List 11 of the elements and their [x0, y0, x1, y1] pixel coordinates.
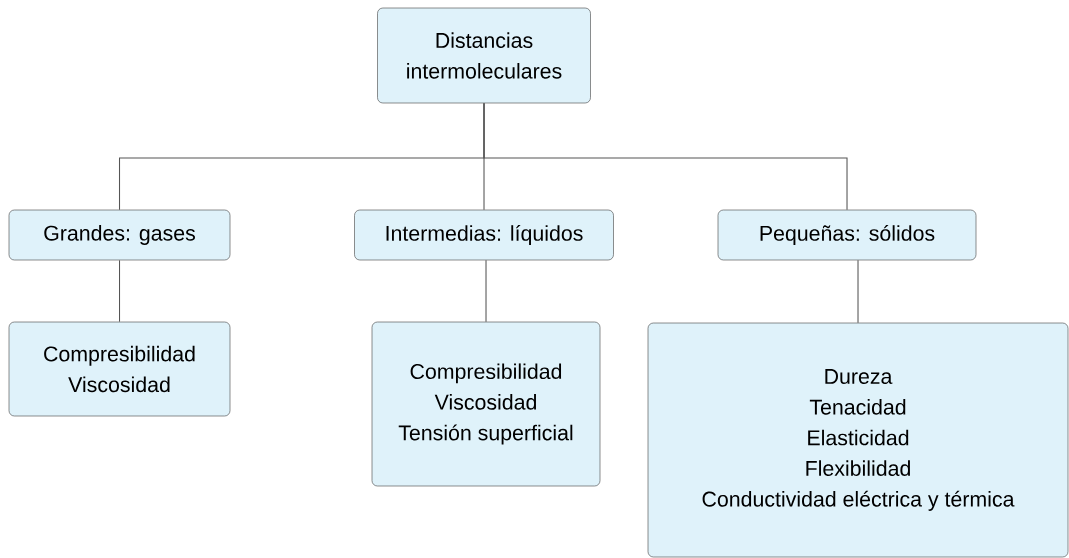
connector-line: [118, 259, 121, 323]
concept-box: Grandes: gases: [8, 209, 231, 261]
connector-line: [857, 259, 859, 324]
connector-line: [483, 102, 848, 211]
concept-box: Compresibilidad Viscosidad: [8, 321, 231, 417]
connector-line: [485, 259, 487, 323]
concept-box: Dureza Tenacidad Elasticidad Flexibilidad Conductividad eléctrica y térmica: [647, 322, 1069, 558]
concept-box: Pequeñas: sólidos: [717, 209, 977, 261]
concept-box: Distancias intermoleculares: [377, 7, 591, 104]
concept-box: Intermedias: líquidos: [354, 209, 614, 261]
concept-box: Compresibilidad Viscosidad Tensión superficial: [371, 321, 601, 487]
